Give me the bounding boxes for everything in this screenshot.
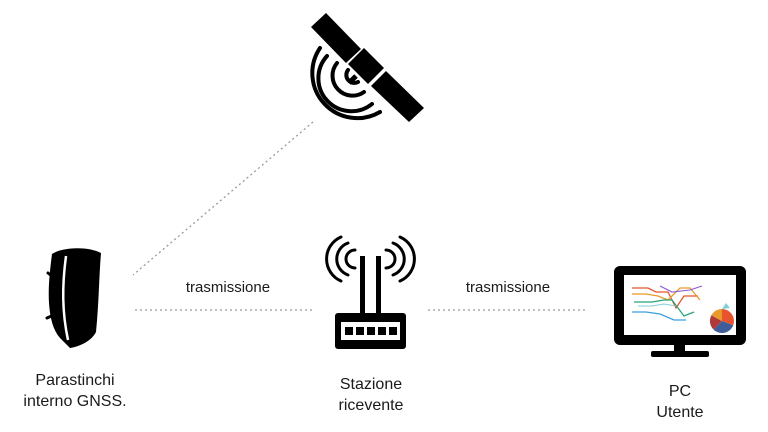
link-label-right: trasmissione <box>465 279 551 296</box>
label-station-line1: Stazione <box>339 376 403 393</box>
label-station: Stazione ricevente <box>300 374 442 416</box>
screen-pie-chart <box>709 303 734 334</box>
label-shin-guard-line1: Parastinchi <box>35 372 115 389</box>
screen-chart-lines <box>632 285 703 321</box>
label-pc-line1: PC <box>668 383 692 400</box>
label-pc-line2: Utente <box>656 404 704 421</box>
label-station-line2: ricevente <box>338 397 404 414</box>
label-pc: PC Utente <box>610 381 750 423</box>
router-icon <box>325 235 416 349</box>
label-shin-guard-line2: interno GNSS. <box>23 393 127 410</box>
label-shin-guard: Parastinchi interno GNSS. <box>0 370 150 412</box>
link-label-left: trasmissione <box>185 279 271 296</box>
satellite-icon <box>310 13 424 122</box>
satellite-link-line <box>132 121 314 276</box>
shin-guard-icon <box>45 248 101 348</box>
